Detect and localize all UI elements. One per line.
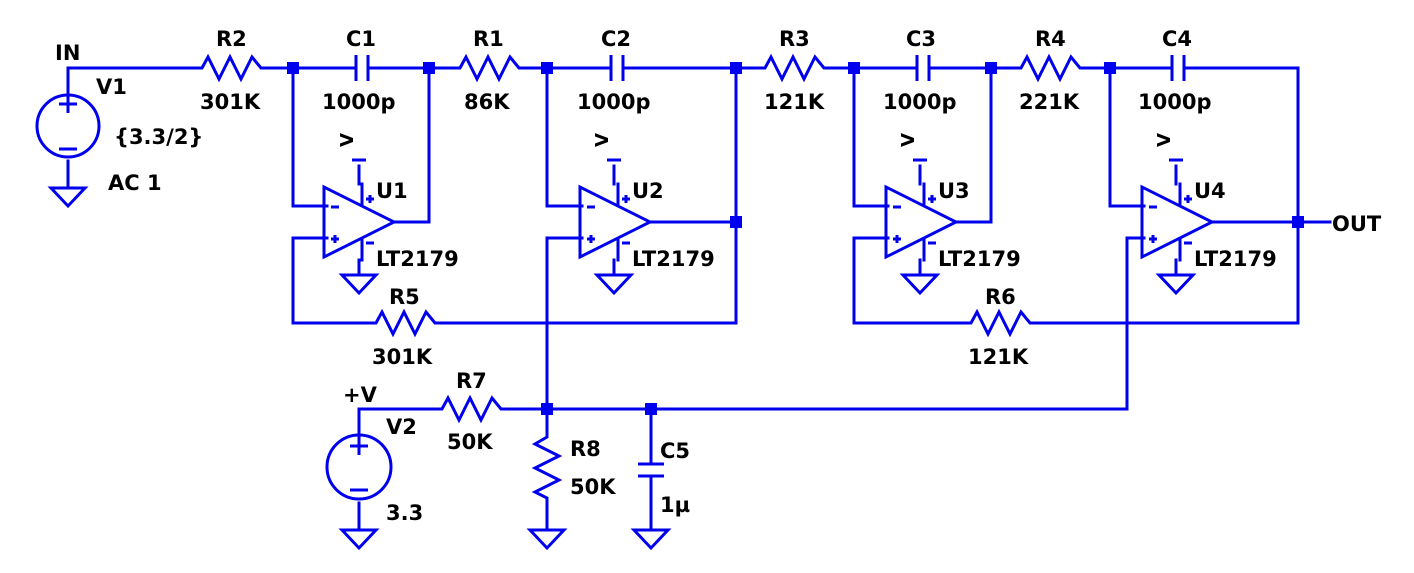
c1-ref: C1: [346, 27, 376, 51]
u4-supply-label: V: [1154, 133, 1175, 147]
ground-r8-icon: [528, 528, 566, 550]
voltage-sources: [35, 93, 393, 501]
wires: [66, 66, 1332, 532]
r5-ref: R5: [389, 285, 420, 309]
resistor-r3: [758, 55, 832, 81]
capacitors: [354, 53, 1186, 478]
r3-value: 121K: [764, 90, 825, 114]
u4-ref: U4: [1194, 179, 1226, 203]
u2-supply-label: V: [592, 133, 613, 147]
r6-ref: R6: [985, 285, 1016, 309]
resistor-r7: [435, 396, 509, 422]
u3-ref: U3: [938, 179, 970, 203]
labels: IN OUT +V V1 {3.3/2} AC 1 V2 3.3 R2 301K…: [55, 27, 1382, 525]
ground-u1-icon: [340, 273, 378, 295]
r8-value: 50K: [570, 475, 616, 499]
net-label-in: IN: [55, 41, 80, 65]
v1-ac: AC 1: [108, 171, 162, 195]
ground-v2-icon: [340, 528, 378, 550]
resistor-r8: [533, 430, 561, 506]
r7-value: 50K: [447, 430, 493, 454]
ground-c5-icon: [632, 528, 670, 550]
u3-supply-label: V: [898, 133, 919, 147]
ground-u4-icon: [1157, 273, 1195, 295]
r2-ref: R2: [216, 27, 247, 51]
u4-model: LT2179: [1194, 247, 1277, 271]
capacitor-c5: [638, 462, 664, 478]
r8-ref: R8: [570, 437, 601, 461]
v2-value: 3.3: [386, 501, 423, 525]
r1-ref: R1: [473, 27, 504, 51]
c3-ref: C3: [906, 27, 936, 51]
ground-u3-icon: [901, 273, 939, 295]
c2-ref: C2: [601, 27, 631, 51]
junctions: [287, 62, 1304, 415]
net-label-out: OUT: [1332, 212, 1382, 236]
source-v2: [325, 433, 393, 501]
capacitor-c2: [609, 53, 625, 83]
r5-value: 301K: [372, 345, 433, 369]
v1-ref: V1: [96, 75, 127, 99]
c4-value: 1000p: [1138, 90, 1211, 114]
r4-value: 221K: [1019, 90, 1080, 114]
capacitor-c4: [1170, 53, 1186, 83]
c5-value: 1µ: [660, 493, 690, 517]
r6-value: 121K: [968, 345, 1029, 369]
c1-value: 1000p: [322, 90, 395, 114]
ground-v1-icon: [49, 186, 87, 208]
resistor-r5: [369, 310, 443, 336]
r7-ref: R7: [456, 369, 487, 393]
u1-model: LT2179: [376, 247, 459, 271]
c5-ref: C5: [660, 439, 690, 463]
r2-value: 301K: [200, 90, 261, 114]
resistor-r1: [453, 55, 527, 81]
c4-ref: C4: [1162, 27, 1192, 51]
u1-ref: U1: [376, 179, 408, 203]
u2-model: LT2179: [632, 247, 715, 271]
resistors: [195, 55, 1088, 506]
u1-supply-label: V: [337, 133, 358, 147]
resistor-r2: [195, 55, 269, 81]
v2-ref: V2: [386, 415, 417, 439]
v1-value: {3.3/2}: [114, 125, 203, 149]
net-label-supply: +V: [343, 383, 378, 407]
resistor-r4: [1014, 55, 1088, 81]
source-v1: [35, 93, 101, 159]
r3-ref: R3: [779, 27, 810, 51]
r4-ref: R4: [1035, 27, 1066, 51]
u3-model: LT2179: [938, 247, 1021, 271]
capacitor-c1: [354, 53, 370, 83]
c3-value: 1000p: [883, 90, 956, 114]
r1-value: 86K: [464, 90, 510, 114]
u2-ref: U2: [632, 179, 664, 203]
c2-value: 1000p: [577, 90, 650, 114]
capacitor-c3: [915, 53, 931, 83]
resistor-r6: [964, 310, 1038, 336]
ground-u2-icon: [595, 273, 633, 295]
